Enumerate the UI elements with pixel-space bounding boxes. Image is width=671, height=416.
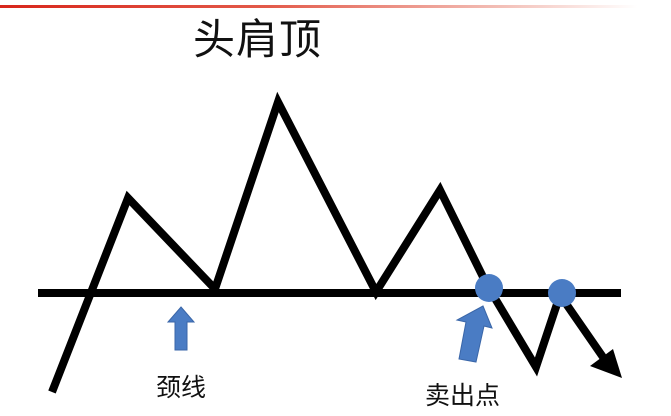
sell-point-label: 卖出点 xyxy=(425,381,501,410)
sell-point-marker xyxy=(475,274,503,302)
retest-point-marker xyxy=(548,279,576,307)
neckline-arrow-icon xyxy=(166,306,196,351)
neckline-label: 颈线 xyxy=(156,373,207,402)
header-accent-line xyxy=(0,5,671,8)
price-down-arrowhead-icon xyxy=(590,349,622,378)
sell-point-arrow-icon xyxy=(455,305,493,363)
price-line xyxy=(48,91,609,394)
diagram-title: 头肩顶 xyxy=(193,15,323,64)
